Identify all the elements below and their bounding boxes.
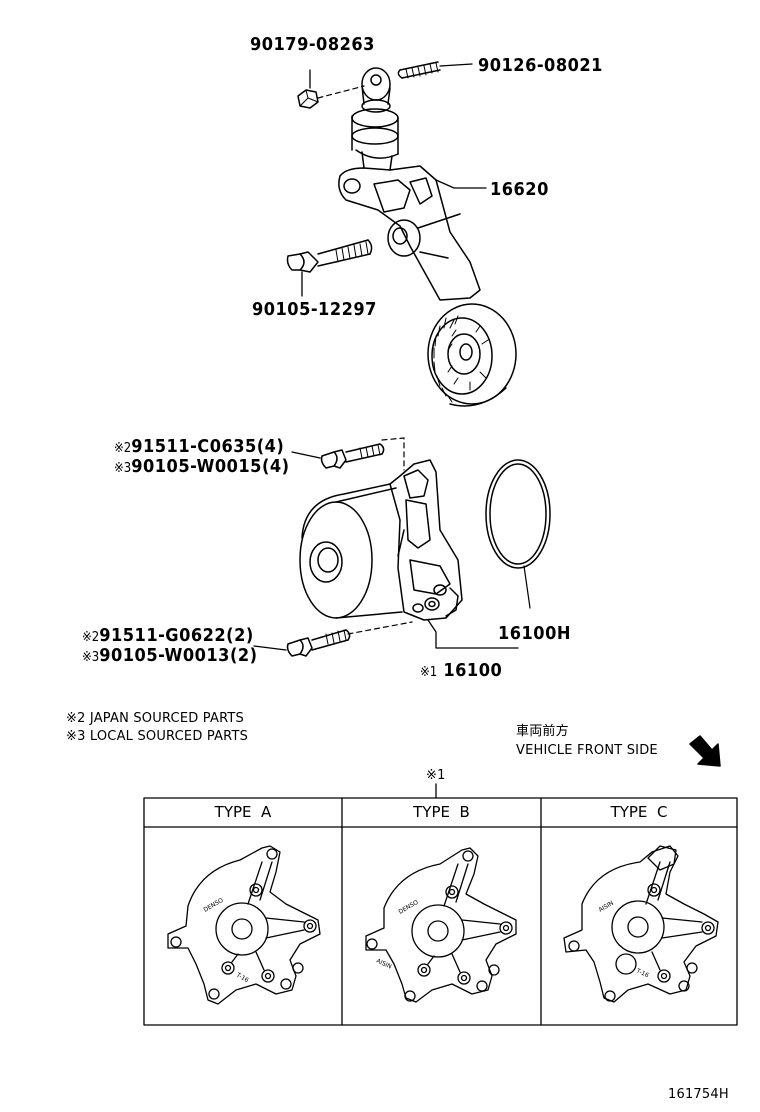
type-b-header: TYPE B bbox=[413, 803, 470, 821]
part-number-pump-bolt-short-alt[interactable]: ※390105-W0013(2) bbox=[82, 646, 258, 668]
part-number-bolt[interactable]: 90105-12297 bbox=[252, 299, 377, 320]
part-number-pump-bolt-long-alt[interactable]: ※390105-W0015(4) bbox=[114, 457, 290, 479]
note-local-sourced: ※3 LOCAL SOURCED PARTS bbox=[66, 729, 249, 744]
water-pump-drawing bbox=[299, 459, 519, 649]
pump-bolt-short-drawing bbox=[253, 621, 413, 657]
svg-text:AISIN: AISIN bbox=[598, 900, 615, 914]
svg-text:DENSO: DENSO bbox=[398, 899, 420, 916]
japan-mark: ※2 bbox=[114, 441, 132, 456]
type-c-pump-rear-view: AISIN T-16 bbox=[563, 845, 719, 1003]
pump-bolt-long-drawing bbox=[291, 437, 405, 471]
local-mark: ※3 bbox=[82, 650, 100, 665]
bolt-drawing bbox=[286, 239, 373, 297]
svg-text:DENSO: DENSO bbox=[203, 897, 225, 914]
part-number-nut[interactable]: 90179-08263 bbox=[250, 34, 375, 55]
type-a-header: TYPE A bbox=[214, 803, 272, 821]
part-number-text: 91511-C0635(4) bbox=[131, 436, 285, 457]
arrow-down-right-icon bbox=[689, 735, 721, 767]
part-number-gasket[interactable]: 16100H bbox=[498, 623, 571, 644]
svg-text:T-16: T-16 bbox=[634, 967, 650, 979]
type-table-frame bbox=[143, 783, 738, 1026]
type-c-header: TYPE C bbox=[610, 803, 668, 821]
type-a-pump-rear-view: DENSO T-16 bbox=[167, 845, 321, 1005]
svg-text:AISIN: AISIN bbox=[375, 957, 392, 970]
orientation-label-en: VEHICLE FRONT SIDE bbox=[516, 743, 658, 758]
type-table-mark: ※1 bbox=[426, 768, 446, 783]
part-number-stud[interactable]: 90126-08021 bbox=[478, 55, 603, 76]
japan-mark: ※2 bbox=[82, 630, 100, 645]
part-number-tensioner[interactable]: 16620 bbox=[490, 179, 549, 200]
svg-text:T-16: T-16 bbox=[234, 971, 250, 984]
type-mark: ※1 bbox=[420, 665, 438, 680]
part-number-text: 91511-G0622(2) bbox=[99, 625, 254, 646]
note-japan-sourced: ※2 JAPAN SOURCED PARTS bbox=[66, 711, 244, 726]
type-b-pump-rear-view: DENSO AISIN bbox=[365, 847, 517, 1003]
part-number-pump-bolt-short[interactable]: ※291511-G0622(2) bbox=[82, 626, 254, 648]
orientation-label-jp: 車両前方 bbox=[516, 724, 569, 739]
diagram-id: 161754H bbox=[668, 1087, 729, 1102]
part-number-text: 90105-W0013(2) bbox=[99, 645, 258, 666]
local-mark: ※3 bbox=[114, 461, 132, 476]
part-number-text: 16100 bbox=[443, 660, 503, 681]
nut-drawing bbox=[297, 69, 365, 109]
part-number-pump-bolt-long[interactable]: ※291511-C0635(4) bbox=[114, 437, 284, 459]
part-number-text: 90105-W0015(4) bbox=[131, 456, 290, 477]
stud-drawing bbox=[397, 61, 473, 79]
part-number-water-pump[interactable]: ※1 16100 bbox=[420, 661, 502, 683]
tensioner-drawing bbox=[338, 67, 517, 407]
gasket-drawing bbox=[485, 459, 551, 609]
